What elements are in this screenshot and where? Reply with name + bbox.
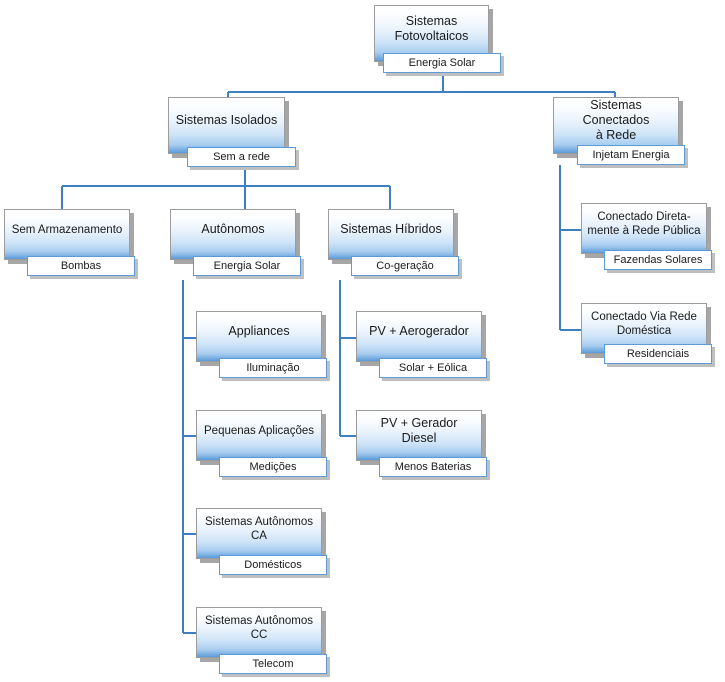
node-title: Sistemas Autônomos CC bbox=[204, 614, 314, 641]
sub-label-text: Co-geração bbox=[376, 259, 434, 272]
sub-label-text: Energia Solar bbox=[213, 259, 281, 272]
sub-label-menos-baterias[interactable]: Menos Baterias bbox=[379, 457, 487, 477]
node-title: Sem Armazenamento bbox=[11, 223, 123, 236]
node-sistemas-hibridos[interactable]: Sistemas Híbridos bbox=[328, 209, 458, 264]
node-title: Sistemas Isolados bbox=[175, 113, 278, 127]
node-box[interactable]: PV + Gerador Diesel bbox=[356, 410, 482, 461]
node-sistemas-isolados[interactable]: Sistemas Isolados bbox=[168, 97, 289, 158]
sub-label-domesticos[interactable]: Domésticos bbox=[219, 555, 327, 575]
node-box[interactable]: Sistemas Autônomos CC bbox=[196, 607, 322, 658]
node-autonomos[interactable]: Autônomos bbox=[170, 209, 300, 264]
sub-label-telecom[interactable]: Telecom bbox=[219, 654, 327, 674]
sub-label-text: Fazendas Solares bbox=[613, 253, 703, 266]
sub-label-medicoes[interactable]: Medições bbox=[219, 457, 327, 477]
node-sistemas-autonomos-ca[interactable]: Sistemas Autônomos CA bbox=[196, 508, 326, 563]
sub-label-text: Solar + Eólica bbox=[398, 361, 468, 374]
node-title: Sistemas Autônomos CA bbox=[204, 515, 314, 542]
node-title: Appliances bbox=[228, 324, 290, 338]
sub-label-sem-a-rede[interactable]: Sem a rede bbox=[187, 147, 296, 167]
sub-label-text: Iluminação bbox=[246, 361, 300, 374]
sub-label-text: Residenciais bbox=[626, 347, 690, 360]
sub-label-bombas[interactable]: Bombas bbox=[27, 256, 135, 276]
node-title: Pequenas Aplicações bbox=[204, 424, 314, 437]
sub-label-energia-solar-root[interactable]: Energia Solar bbox=[383, 53, 501, 73]
node-title: Sistemas Híbridos bbox=[340, 222, 442, 236]
node-box[interactable]: Pequenas Aplicações bbox=[196, 410, 322, 461]
node-conectado-diretamente-rede-publica[interactable]: Conectado Direta- mente à Rede Pública bbox=[581, 203, 711, 258]
sub-label-injetam-energia[interactable]: Injetam Energia bbox=[577, 145, 685, 165]
node-box[interactable]: Sem Armazenamento bbox=[4, 209, 130, 260]
node-title: Conectado Direta- mente à Rede Pública bbox=[587, 210, 701, 237]
node-appliances[interactable]: Appliances bbox=[196, 311, 326, 366]
node-pequenas-aplicacoes[interactable]: Pequenas Aplicações bbox=[196, 410, 326, 465]
node-title: PV + Gerador Diesel bbox=[380, 415, 458, 445]
node-box[interactable]: Autônomos bbox=[170, 209, 296, 260]
node-title: Autônomos bbox=[201, 222, 265, 236]
node-box[interactable]: Sistemas Conectados à Rede bbox=[553, 97, 679, 154]
node-title: Conectado Via Rede Doméstica bbox=[591, 310, 697, 337]
node-pv-aerogerador[interactable]: PV + Aerogerador bbox=[356, 311, 486, 366]
sub-label-iluminacao[interactable]: Iluminação bbox=[219, 358, 327, 378]
sub-label-solar-eolica[interactable]: Solar + Eólica bbox=[379, 358, 487, 378]
sub-label-text: Energia Solar bbox=[408, 56, 476, 69]
node-sem-armazenamento[interactable]: Sem Armazenamento bbox=[4, 209, 134, 264]
node-box[interactable]: Sistemas Autônomos CA bbox=[196, 508, 322, 559]
node-box[interactable]: Sistemas Fotovoltaicos bbox=[374, 5, 489, 62]
sub-label-text: Telecom bbox=[252, 657, 294, 670]
sub-label-text: Bombas bbox=[60, 259, 102, 272]
sub-label-energia-solar-autonomos[interactable]: Energia Solar bbox=[193, 256, 301, 276]
node-sistemas-autonomos-cc[interactable]: Sistemas Autônomos CC bbox=[196, 607, 326, 662]
node-box[interactable]: Sistemas Híbridos bbox=[328, 209, 454, 260]
sub-label-fazendas-solares[interactable]: Fazendas Solares bbox=[604, 250, 712, 270]
node-box[interactable]: Sistemas Isolados bbox=[168, 97, 285, 154]
sub-label-text: Injetam Energia bbox=[592, 148, 670, 161]
sub-label-text: Menos Baterias bbox=[394, 460, 472, 473]
node-box[interactable]: Conectado Direta- mente à Rede Pública bbox=[581, 203, 707, 254]
node-title: Sistemas Fotovoltaicos bbox=[394, 13, 469, 43]
node-title: PV + Aerogerador bbox=[369, 324, 469, 338]
sub-label-text: Domésticos bbox=[244, 558, 302, 571]
sub-label-residenciais[interactable]: Residenciais bbox=[604, 344, 712, 364]
node-pv-gerador-diesel[interactable]: PV + Gerador Diesel bbox=[356, 410, 486, 465]
sub-label-text: Medições bbox=[249, 460, 297, 473]
sub-label-co-geracao[interactable]: Co-geração bbox=[351, 256, 459, 276]
node-box[interactable]: Appliances bbox=[196, 311, 322, 362]
sub-label-text: Sem a rede bbox=[213, 150, 270, 163]
node-title: Sistemas Conectados à Rede bbox=[582, 98, 650, 142]
node-box[interactable]: PV + Aerogerador bbox=[356, 311, 482, 362]
